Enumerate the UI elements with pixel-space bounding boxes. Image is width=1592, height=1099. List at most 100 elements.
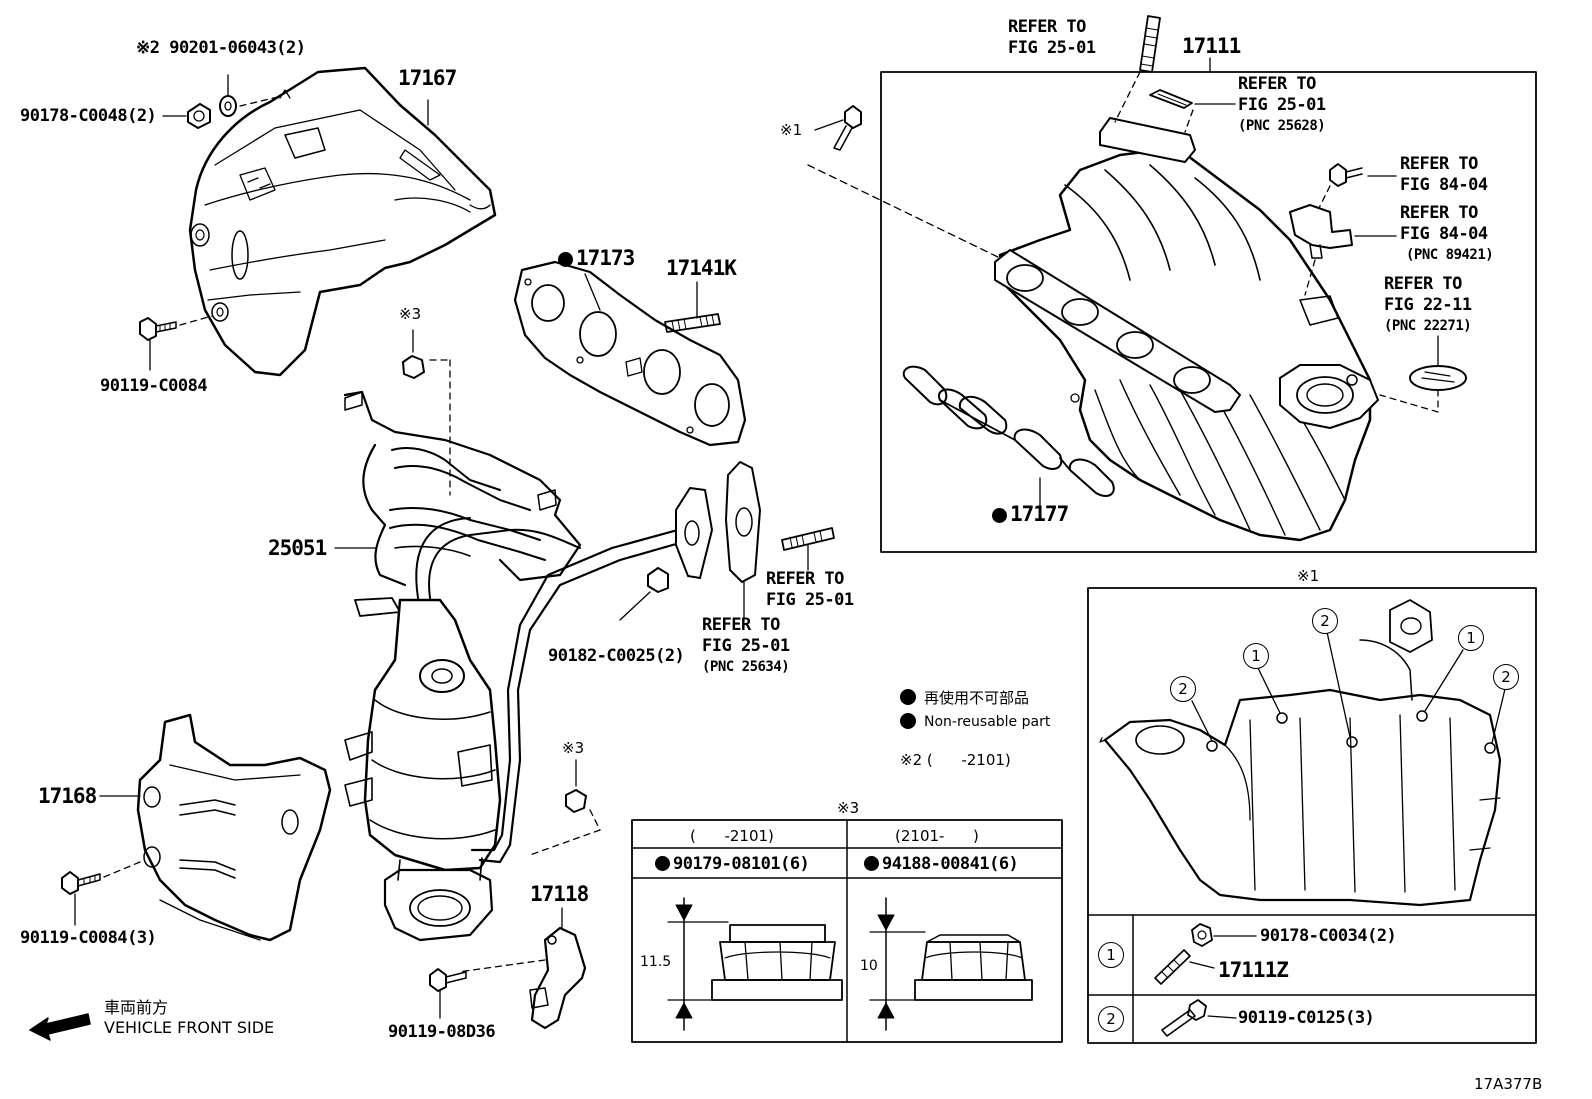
refer-pnc-25634: REFER TO FIG 25-01 (PNC 25634) <box>702 615 790 678</box>
refer-pnc-25628: REFER TO FIG 25-01 (PNC 25628) <box>1238 74 1326 137</box>
nut-height-10: 10 <box>860 958 878 974</box>
intake-manifold-box <box>880 57 1537 553</box>
non-reusable-dot-icon <box>655 856 670 871</box>
part-90119-c0125-label: 90119-C0125(3) <box>1238 1008 1375 1028</box>
refer-fig84-a: REFER TO FIG 84-04 <box>1400 154 1488 196</box>
refer-fig25-top: REFER TO FIG 25-01 <box>1008 17 1096 59</box>
refer-line1: REFER TO <box>702 615 780 635</box>
legend-dot-en <box>900 713 916 729</box>
refer-pnc: (PNC 22271) <box>1384 318 1472 334</box>
callout-1: 1 <box>1243 643 1269 669</box>
vehicle-front-arrow-icon <box>29 1013 91 1041</box>
bolt-90119-c0084-top <box>139 315 213 371</box>
nut-mark3-top <box>402 329 425 379</box>
refer-line1: REFER TO <box>1400 154 1478 174</box>
part-17173-label: 17173 <box>558 246 635 270</box>
part-17177-number: 17177 <box>1010 502 1069 526</box>
nut-part-number: 94188-00841(6) <box>882 854 1019 874</box>
nut-table-title: ※3 <box>837 799 860 817</box>
part-90119-c0084-label: 90119-C0084 <box>100 376 208 396</box>
refer-line2: FIG 25-01 <box>1008 38 1096 58</box>
mark3-label-bottom: ※3 <box>562 739 585 757</box>
part-90178-c0034-label: 90178-C0034(2) <box>1260 926 1397 946</box>
bolt-90119-08d36 <box>429 968 467 1019</box>
front-side-en: VEHICLE FRONT SIDE <box>104 1018 275 1037</box>
mark3-label-top: ※3 <box>399 305 422 323</box>
part-90119-08d36-label: 90119-08D36 <box>388 1022 496 1042</box>
gasket-pnc-22271 <box>1379 335 1467 413</box>
gasket-pnc-25628 <box>1149 89 1236 133</box>
refer-line1: REFER TO <box>1008 17 1086 37</box>
nut-table-col2-header: (2101- ) <box>895 827 979 845</box>
row1-index: 1 <box>1098 942 1124 968</box>
refer-pnc: (PNC 25634) <box>702 659 790 675</box>
refer-line1: REFER TO <box>1384 274 1462 294</box>
bolt-90119-c0084-3 <box>61 861 141 926</box>
refer-line2: FIG 25-01 <box>702 636 790 656</box>
part-90201-label: ※2 90201-06043(2) <box>136 38 306 58</box>
refer-line2: FIG 22-11 <box>1384 295 1472 315</box>
refer-line2: FIG 84-04 <box>1400 175 1488 195</box>
egr-gasket <box>725 461 761 619</box>
refer-line1: REFER TO <box>766 569 844 589</box>
nut-mark3-bottom <box>529 759 601 856</box>
nut-table-col2-part: 94188-00841(6) <box>864 854 1019 874</box>
non-reusable-dot-icon <box>864 856 879 871</box>
detail-title-mark1: ※1 <box>1297 567 1320 585</box>
refer-line1: REFER TO <box>1400 203 1478 223</box>
part-17118-label: 17118 <box>530 882 589 906</box>
grommet-90201 <box>219 74 283 117</box>
refer-line2: FIG 84-04 <box>1400 224 1488 244</box>
nut-table-col1-header: ( -2101) <box>690 827 774 845</box>
refer-fig25-mid: REFER TO FIG 25-01 <box>766 569 854 611</box>
part-17111z-label: 17111Z <box>1218 958 1289 982</box>
bracket-17118 <box>457 907 587 1030</box>
mark1-label: ※1 <box>780 121 803 139</box>
refer-fig84-b: REFER TO FIG 84-04 (PNC 89421) <box>1400 203 1494 266</box>
refer-pnc: (PNC 89421) <box>1406 247 1494 263</box>
nut-height-11-5: 11.5 <box>640 954 672 970</box>
refer-pnc: (PNC 25628) <box>1238 118 1326 134</box>
heat-insulator-17168 <box>136 713 332 942</box>
part-17168-label: 17168 <box>38 784 97 808</box>
intake-manifold-17111 <box>994 117 1379 542</box>
part-90178-c0048-label: 90178-C0048(2) <box>20 106 157 126</box>
legend-non-reusable-jp: 再使用不可部品 <box>924 689 1030 707</box>
part-90119-c0084-3-label: 90119-C0084(3) <box>20 928 157 948</box>
non-reusable-dot-icon <box>558 252 573 267</box>
diagram-id: 17A377B <box>1474 1075 1543 1093</box>
washer-nut-90178-c0048 <box>162 103 211 129</box>
non-reusable-dot-icon <box>992 508 1007 523</box>
stud-refer-25 <box>781 527 835 571</box>
legend-non-reusable-en: Non-reusable part <box>924 714 1051 730</box>
nut-table <box>631 819 1063 1043</box>
row2-index: 2 <box>1098 1006 1124 1032</box>
callout-1: 1 <box>1458 625 1484 651</box>
front-side-jp: 車両前方 <box>104 998 169 1017</box>
part-17173-number: 17173 <box>576 246 635 270</box>
sensor-pnc-89421 <box>1289 204 1397 296</box>
legend-dot-jp <box>900 689 916 705</box>
callout-2: 2 <box>1312 608 1338 634</box>
detail-box-mark1 <box>1087 587 1537 1044</box>
part-90182-label: 90182-C0025(2) <box>548 646 685 666</box>
refer-fig22: REFER TO FIG 22-11 (PNC 22271) <box>1384 274 1472 337</box>
nut-90182 <box>619 567 669 621</box>
part-17111-label: 17111 <box>1182 34 1241 58</box>
bolt-refer-fig84 <box>1317 163 1397 211</box>
heat-insulator-17167 <box>188 66 497 377</box>
refer-line1: REFER TO <box>1238 74 1316 94</box>
callout-2: 2 <box>1170 676 1196 702</box>
nut-table-col1-part: 90179-08101(6) <box>655 854 810 874</box>
part-17167-label: 17167 <box>398 66 457 90</box>
stud-17141k <box>664 281 721 333</box>
legend-note2: ※2 ( -2101) <box>900 751 1011 769</box>
stud-refer-fig25-top <box>1114 15 1161 123</box>
nut-part-number: 90179-08101(6) <box>673 854 810 874</box>
refer-line2: FIG 25-01 <box>1238 95 1326 115</box>
exhaust-manifold-25051 <box>334 359 713 942</box>
part-25051-label: 25051 <box>268 536 327 560</box>
bolt-mark1 <box>807 105 1001 259</box>
refer-line2: FIG 25-01 <box>766 590 854 610</box>
